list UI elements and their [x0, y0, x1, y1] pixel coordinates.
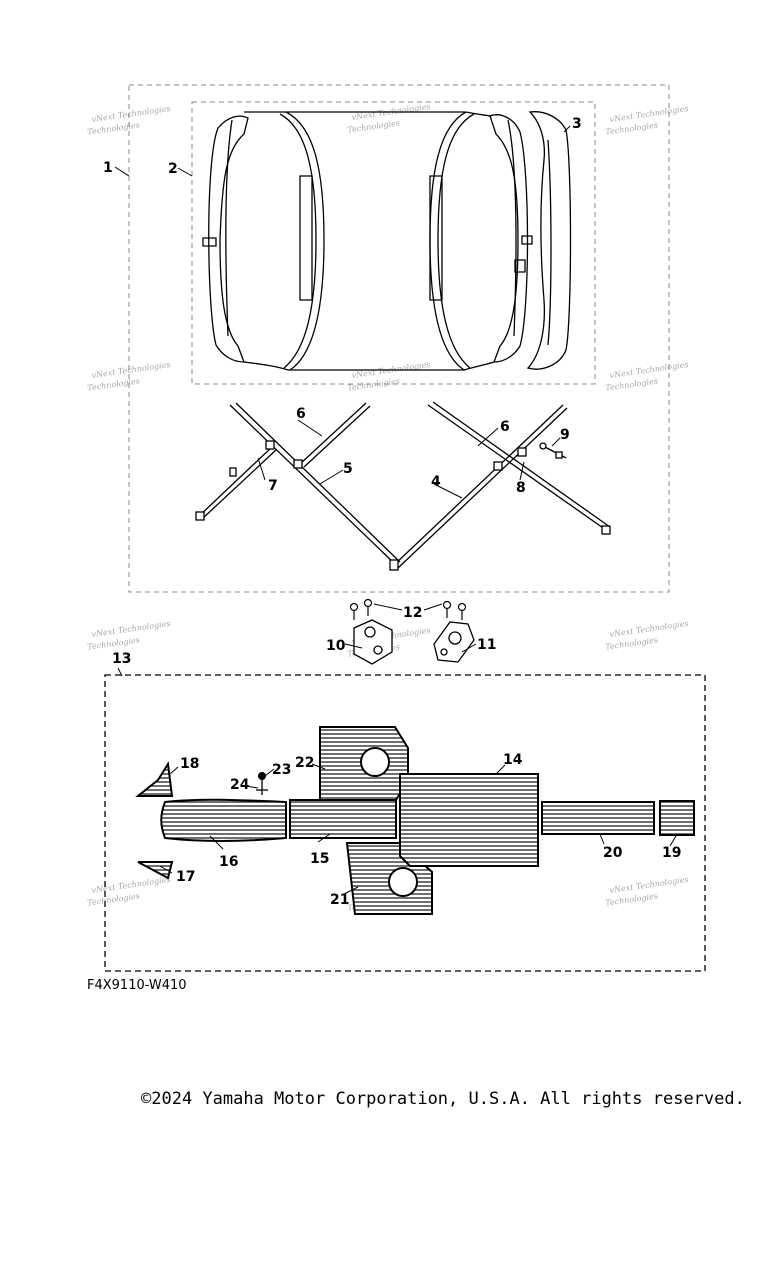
diagram-code: F4X9110-W410 — [87, 978, 187, 993]
mat-bow-right — [137, 861, 174, 880]
side-panel — [514, 111, 572, 370]
mounting-bracket-left — [353, 619, 393, 665]
watermark: vNext Technologies Technologies — [605, 104, 689, 137]
mat-kit-box — [104, 674, 706, 972]
watermark: vNext Technologies Technologies — [605, 360, 689, 393]
callout-19: 19 — [662, 845, 681, 861]
callout-23: 23 — [272, 762, 291, 778]
bimini-assembly-box — [128, 84, 670, 593]
callout-15: 15 — [310, 851, 329, 867]
callout-17: 17 — [176, 869, 195, 885]
callout-18: 18 — [180, 756, 199, 772]
callout-20: 20 — [603, 845, 623, 861]
callout-22: 22 — [295, 755, 314, 771]
callout-21: 21 — [330, 892, 349, 908]
callout-4: 4 — [431, 474, 441, 490]
callout-13: 13 — [112, 651, 131, 667]
bimini-frame — [195, 401, 611, 571]
watermark: vNext Technologies Technologies — [605, 875, 689, 908]
callout-labels: 1 2 3 4 5 6 6 7 8 9 10 11 12 13 14 15 16… — [103, 116, 681, 908]
callout-1: 1 — [103, 160, 113, 176]
watermark: vNext Technologies Technologies — [347, 360, 431, 393]
callout-8: 8 — [516, 480, 526, 496]
callout-6a: 6 — [296, 406, 306, 422]
mounting-bracket-right — [433, 621, 475, 663]
callout-10: 10 — [326, 638, 346, 654]
watermark: vNext Technologies Technologies — [87, 875, 171, 908]
canopy-box — [191, 101, 596, 385]
mat-bow-left — [135, 761, 174, 797]
copyright-notice: ©2024 Yamaha Motor Corporation, U.S.A. A… — [141, 1089, 745, 1109]
callout-16: 16 — [219, 854, 238, 870]
mat-main — [399, 773, 539, 867]
callout-7: 7 — [268, 478, 278, 494]
mat-bow-center — [160, 798, 287, 842]
watermark: vNext Technologies Technologies — [87, 619, 171, 652]
canopy-panel — [202, 111, 533, 371]
watermark: vNext Technologies Technologies — [347, 102, 431, 135]
callout-6b: 6 — [500, 419, 510, 435]
mat-step — [659, 800, 695, 836]
callout-2: 2 — [168, 161, 178, 177]
callout-11: 11 — [477, 637, 496, 653]
mat-set — [135, 726, 695, 915]
screw-group — [349, 598, 467, 620]
hinge-pin — [539, 442, 567, 459]
mat-center — [289, 799, 397, 839]
callout-14: 14 — [503, 752, 523, 768]
callout-5: 5 — [343, 461, 353, 477]
watermark: vNext Technologies Technologies — [605, 619, 689, 652]
callout-3: 3 — [572, 116, 582, 132]
leader-lines — [114, 125, 677, 896]
mat-rear — [541, 801, 655, 835]
callout-9: 9 — [560, 427, 570, 443]
callout-24: 24 — [230, 777, 250, 793]
callout-12: 12 — [403, 605, 422, 621]
